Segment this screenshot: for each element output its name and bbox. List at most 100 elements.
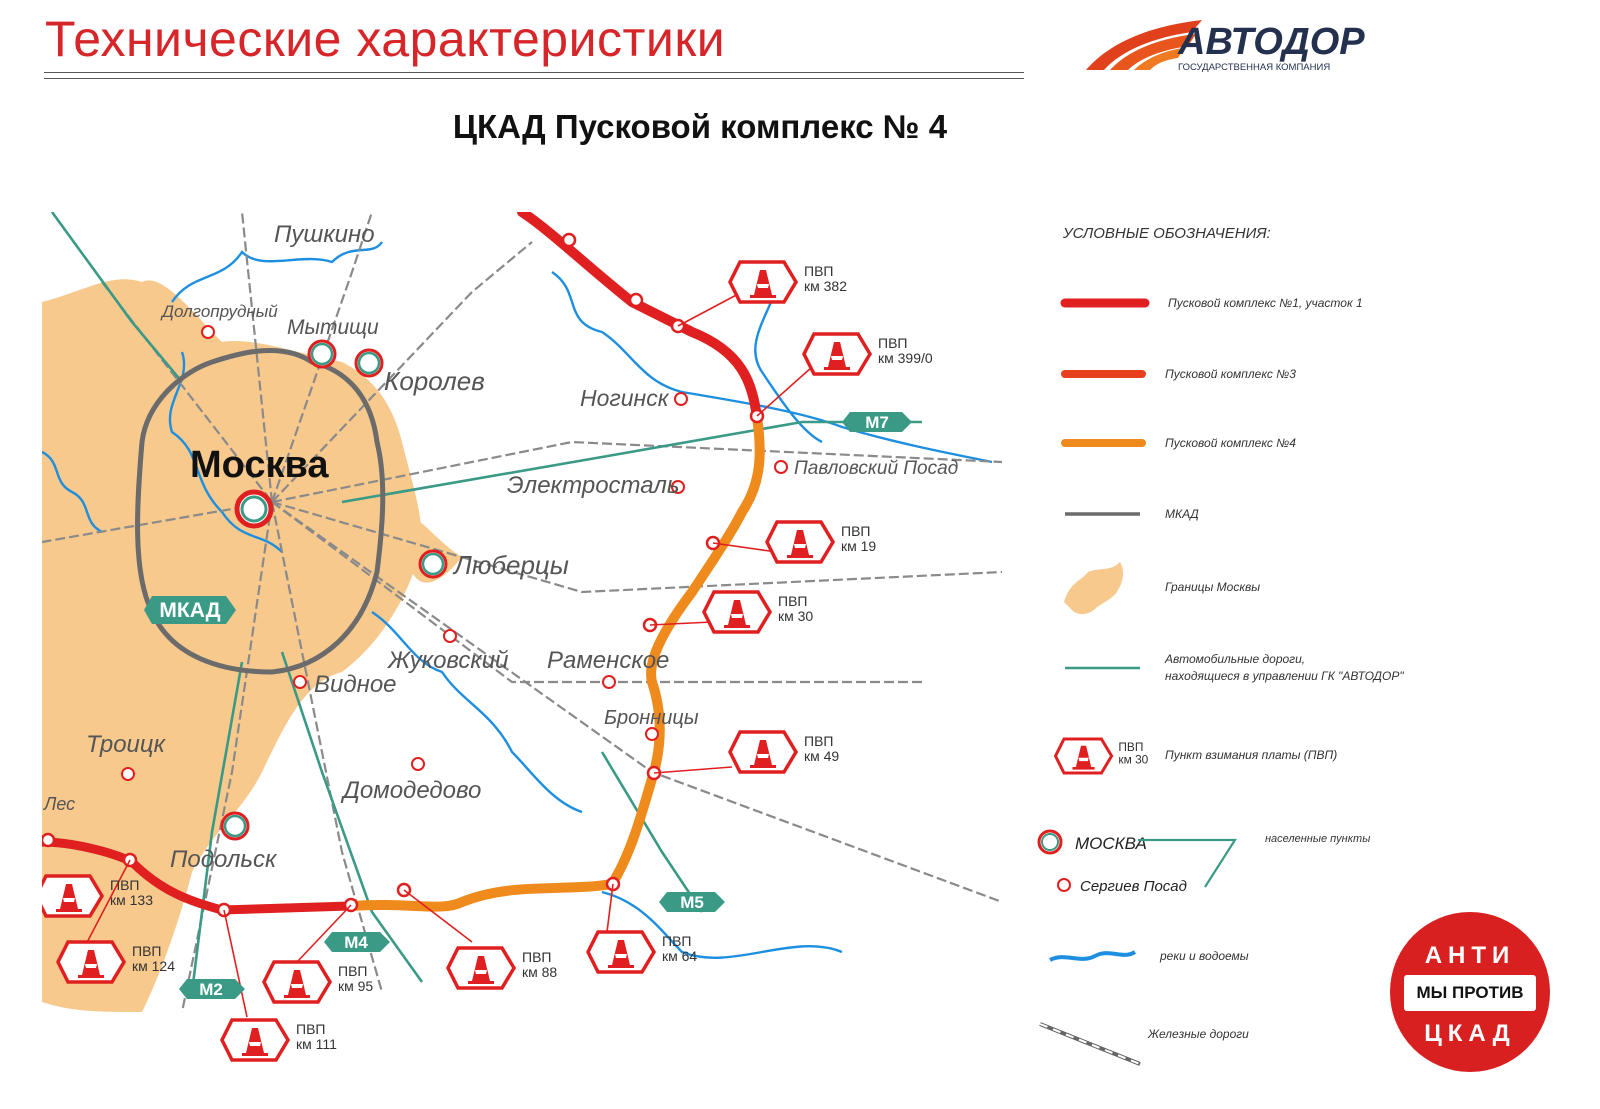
dolgoprudny-label: Долгопрудный: [160, 302, 278, 321]
m2-label: М2: [199, 980, 223, 999]
vidnoe-label: Видное: [314, 671, 397, 698]
brand-name: АВТОДОР: [1177, 21, 1365, 63]
toll-km: км 64: [662, 948, 697, 964]
cone-stripe: [63, 898, 75, 902]
rail-3: [271, 500, 1002, 594]
toll-km: км 88: [522, 964, 557, 980]
legend-moscow-border-label: Границы Москвы: [1165, 580, 1260, 594]
legend-pk4-label: Пусковой комплекс №4: [1165, 436, 1296, 450]
cone-stripe: [475, 970, 487, 974]
noginsk-label: Ногинск: [580, 385, 670, 411]
elektrostal-label: Электросталь: [507, 472, 680, 499]
legend-swatch-moscow-border: [1064, 562, 1124, 615]
toll-label: ПВП: [522, 949, 551, 965]
m5-shield: М5: [659, 892, 725, 912]
cone-stripe: [831, 356, 843, 360]
m5-label: М5: [680, 893, 704, 912]
toll-km: км 399/0: [878, 350, 933, 366]
toll-km: км 124: [132, 958, 175, 974]
road-m2: [190, 661, 244, 993]
legend-city-small-marker: [1057, 878, 1071, 892]
domodedovo-marker: [411, 757, 425, 771]
cone-stripe: [291, 984, 303, 988]
mkad-label: МКАД: [159, 599, 220, 622]
ckad-map: М7 М5 М4 М2 МКАД: [42, 212, 1002, 1062]
interchange: [561, 232, 577, 248]
m2-shield: М2: [179, 979, 245, 999]
pavlovsky-posad-marker: [774, 460, 788, 474]
pavlovsky-posad-label: Павловский Посад: [794, 458, 958, 479]
road-shields: М7 М5 М4 М2 МКАД: [144, 412, 912, 999]
map-legend: УСЛОВНЫЕ ОБОЗНАЧЕНИЯ: Пусковой комплекс …: [1037, 225, 1404, 1066]
toll-km: км 30: [778, 608, 813, 624]
moscow-label: Москва: [190, 444, 329, 486]
mytishchi-label: Мытищи: [287, 316, 379, 339]
toll-label: ПВП: [296, 1021, 325, 1037]
legend-city-small-label: Сергиев Посад: [1080, 878, 1187, 895]
cone-stripe: [794, 544, 806, 548]
toll-km: км 19: [841, 538, 876, 554]
toll-km: км 49: [804, 748, 839, 764]
zhukovsky-marker: [443, 629, 457, 643]
toll-label: ПВП: [1118, 740, 1143, 754]
les-label: Лес: [43, 794, 75, 814]
cone-stripe: [757, 754, 769, 758]
rail-4: [271, 501, 922, 684]
m4-label: М4: [344, 933, 368, 952]
river-south: [601, 890, 843, 959]
legend-title: УСЛОВНЫЕ ОБОЗНАЧЕНИЯ:: [1062, 225, 1271, 242]
cone-stripe: [249, 1042, 261, 1046]
anti-ckad-badge: АНТИ МЫ ПРОТИВ ЦКАД: [1390, 912, 1550, 1072]
rivers: [42, 241, 993, 959]
cone-stripe: [757, 284, 769, 288]
toll-km: км 95: [338, 978, 373, 994]
troitsk-marker: [121, 767, 135, 781]
rail-9: [271, 241, 533, 503]
legend-railways-label: Железные дороги: [1147, 1027, 1249, 1041]
legend-rivers-label: реки и водоемы: [1159, 949, 1249, 963]
elektrostal-marker: [671, 480, 685, 494]
legend-toll-label: Пункт взимания платы (ПВП): [1165, 748, 1337, 762]
noginsk-marker: [674, 392, 688, 406]
m7-label: М7: [865, 413, 889, 432]
ramenskoe-marker: [602, 675, 616, 689]
toll-km: км 111: [296, 1036, 337, 1052]
toll-label: ПВП: [132, 943, 161, 959]
title-divider: [44, 72, 1024, 79]
toll-label: ПВП: [778, 593, 807, 609]
podolsk-label: Подольск: [170, 846, 278, 873]
legend-city-big-label: МОСКВА: [1075, 834, 1147, 853]
toll-km: км 382: [804, 278, 847, 294]
badge-bottom-word: ЦКАД: [1424, 1020, 1516, 1047]
bronnitsy-marker: [645, 727, 659, 741]
badge-middle-strip: МЫ ПРОТИВ: [1404, 975, 1536, 1011]
toll-label: ПВП: [662, 933, 691, 949]
river-moskva: [168, 351, 283, 553]
toll-label: ПВП: [878, 335, 907, 351]
rail-8: [42, 500, 273, 544]
legend-cities-label: населенные пункты: [1265, 833, 1370, 845]
lyubertsy-marker-inner: [421, 552, 445, 576]
badge-top-word: АНТИ: [1424, 942, 1516, 969]
interchange: [628, 292, 644, 308]
cone-stripe: [85, 964, 97, 968]
rail-11: [240, 212, 274, 503]
route-pk4: [345, 412, 765, 912]
legend-swatch-rivers: [1049, 950, 1137, 962]
toll-connectors: [81, 291, 813, 1018]
moscow-territory: [42, 279, 422, 1013]
mkad-ring: [135, 348, 386, 675]
cone-stripe: [615, 954, 627, 958]
troitsk-label: Троицк: [86, 731, 167, 758]
avtodor-swoosh-icon: [1086, 20, 1202, 70]
rail-10: [270, 212, 374, 503]
